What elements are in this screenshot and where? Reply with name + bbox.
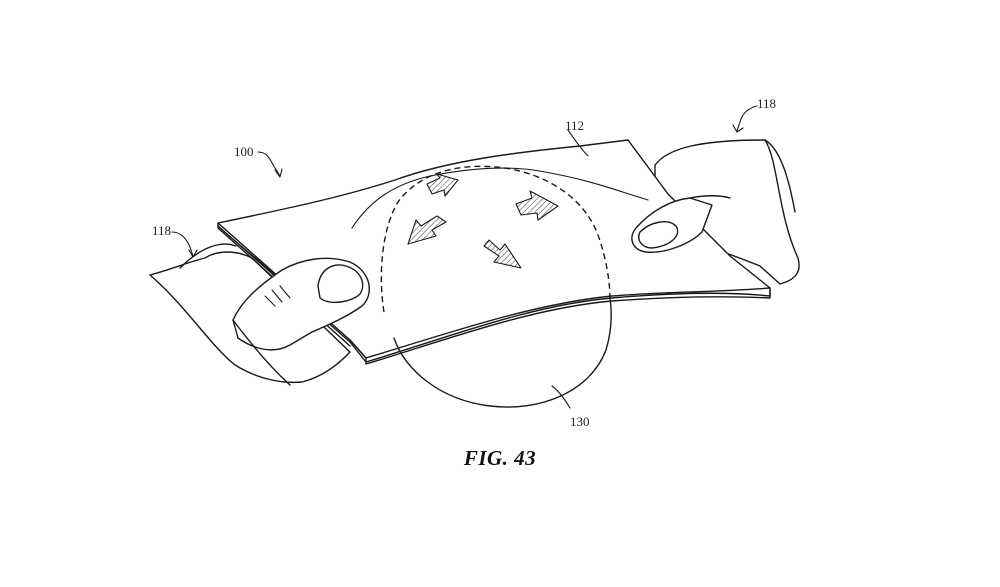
left-thumb: [232, 257, 370, 386]
arrow-upper-right: [515, 190, 559, 221]
force-arrows: [407, 173, 559, 269]
right-hand: [654, 139, 800, 285]
arrow-upper-left: [426, 173, 459, 197]
label-hand-118-left: 118: [152, 223, 171, 238]
right-thumb: [631, 195, 731, 253]
leader-lines: [171, 105, 758, 409]
label-hand-118-right: 118: [757, 96, 776, 111]
arrow-lower-right: [483, 239, 522, 269]
label-region-130: 130: [570, 414, 590, 429]
label-device-100: 100: [234, 144, 254, 159]
region-bulge: [380, 165, 612, 408]
figure-caption: FIG. 43: [463, 446, 537, 470]
label-sheet-112: 112: [565, 118, 584, 133]
arrow-lower-left: [407, 215, 447, 245]
